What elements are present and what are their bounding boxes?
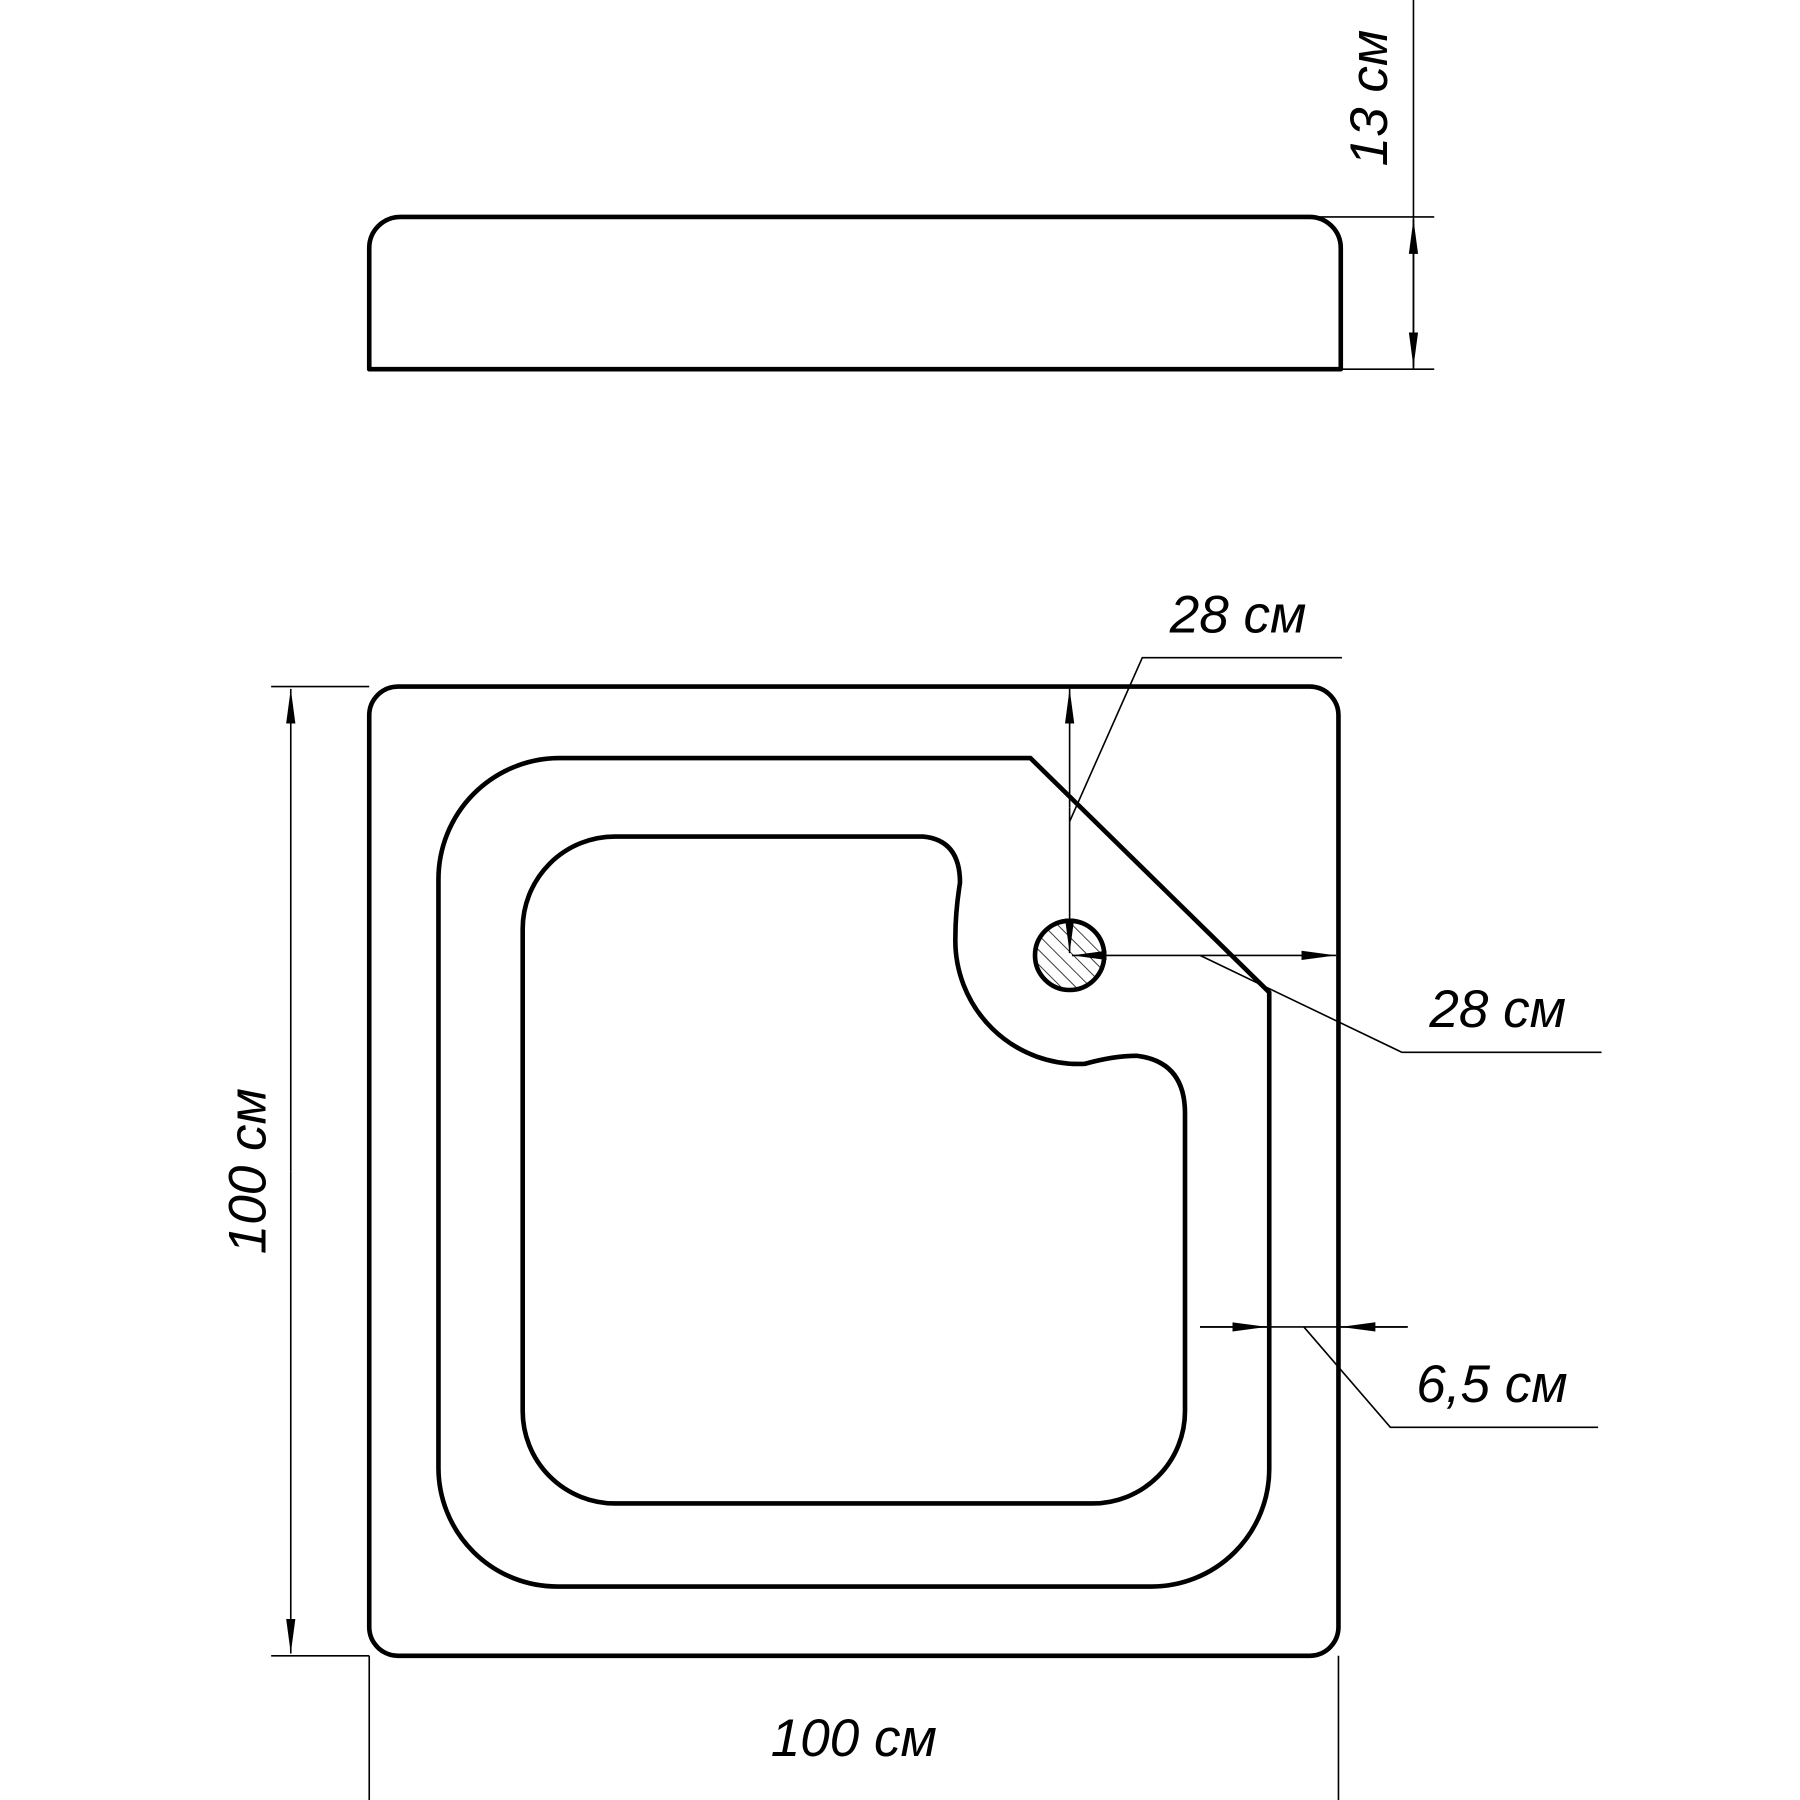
top-view: 28 см 28 см 6,5 см 100 см [218,585,1602,1800]
drain-side-label: 28 см [1428,980,1566,1039]
tray-outline [366,684,1341,1659]
width-dimension: 100 см [368,1655,1340,1800]
width-label: 100 см [771,1709,937,1768]
drain-side-dimension: 28 см [1071,950,1602,1054]
side-view: 13 см [366,0,1435,372]
depth-dimension: 100 см [218,685,370,1657]
rim-width-label: 6,5 см [1416,1355,1567,1414]
rim-contour [436,755,1272,1589]
drain-top-dimension: 28 см [1064,585,1342,954]
rim-width-dimension: 6,5 см [1200,1322,1599,1429]
height-dimension: 13 см [1315,0,1435,371]
drain-top-label: 28 см [1169,585,1307,644]
depth-label: 100 см [218,1088,277,1254]
height-label: 13 см [1340,30,1399,167]
basin-contour [520,834,1188,1506]
